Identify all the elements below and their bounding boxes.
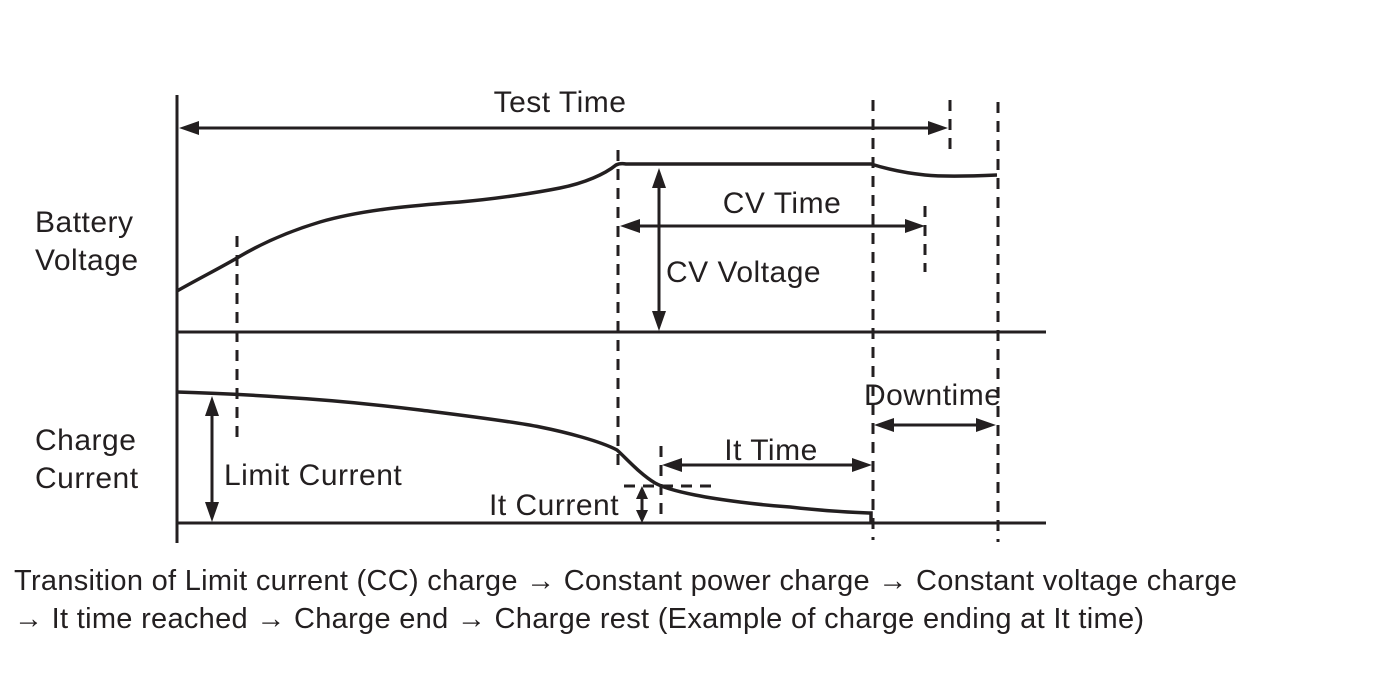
- it-time-label: It Time: [724, 434, 818, 467]
- downtime-arrowhead-left: [874, 418, 894, 432]
- axes: [175, 95, 1046, 543]
- test-time-label: Test Time: [493, 86, 627, 119]
- cv-voltage-arrowhead-up: [652, 168, 666, 188]
- test-time-arrowhead-left: [179, 121, 199, 135]
- cv-time-arrow: [620, 219, 925, 233]
- it-current-arrow: [636, 486, 648, 523]
- figure-caption: Transition of Limit current (CC) charge …: [14, 565, 1238, 635]
- downtime-arrow: [874, 418, 996, 432]
- it-time-arrow: [662, 458, 872, 472]
- cv-voltage-label: CV Voltage: [666, 256, 822, 289]
- it-time-arrowhead-left: [662, 458, 682, 472]
- test-time-arrowhead-right: [928, 121, 948, 135]
- voltage-axis-label: Battery Voltage: [35, 206, 139, 277]
- cv-time-arrowhead-left: [620, 219, 640, 233]
- limit-current-label: Limit Current: [224, 459, 403, 492]
- cv-voltage-arrowhead-down: [652, 311, 666, 331]
- downtime-arrowhead-right: [976, 418, 996, 432]
- it-current-arrowhead-down: [636, 510, 648, 523]
- battery-voltage-curve: [176, 161, 998, 293]
- cv-voltage-arrow: [652, 168, 666, 331]
- current-axis-label: Charge Current: [35, 424, 139, 495]
- limit-current-arrow: [205, 396, 219, 522]
- downtime-label: Downtime: [864, 379, 1002, 412]
- test-time-arrow: [179, 121, 948, 135]
- charge-current-curve: [176, 390, 873, 523]
- limit-current-arrowhead-up: [205, 396, 219, 416]
- it-current-label: It Current: [489, 489, 620, 522]
- limit-current-arrowhead-down: [205, 502, 219, 522]
- cv-time-label: CV Time: [722, 187, 842, 220]
- it-time-arrowhead-right: [852, 458, 872, 472]
- cv-time-arrowhead-right: [905, 219, 925, 233]
- it-current-arrowhead-up: [636, 486, 648, 499]
- dashed-guides: [235, 100, 1000, 542]
